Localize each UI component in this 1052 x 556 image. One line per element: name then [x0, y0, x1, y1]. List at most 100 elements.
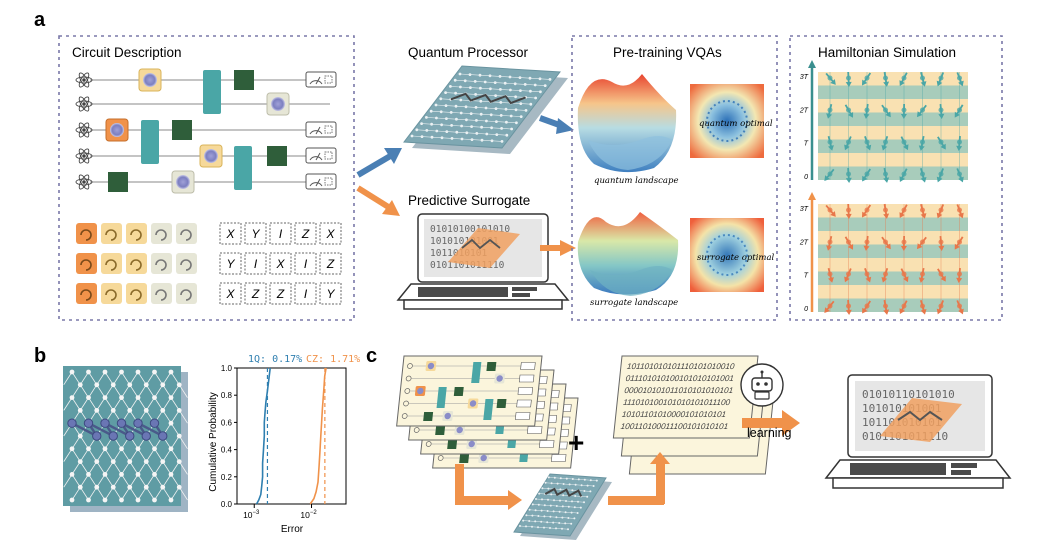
pauli-cell [219, 282, 242, 305]
qubit-node [102, 395, 108, 400]
bitstring-row: 101101010101110101010010 [626, 362, 735, 371]
circuit-card [396, 355, 543, 427]
y-tick-label: 0.2 [221, 473, 233, 482]
qubit-node [143, 459, 149, 464]
pauli-cell [294, 252, 317, 275]
spin-arrow [826, 235, 833, 251]
green-gate [108, 70, 287, 192]
qubit-node [119, 446, 124, 452]
qubit-node [160, 408, 166, 413]
legend-cz: CZ: 1.71% [306, 354, 360, 365]
qubit-node [110, 408, 116, 413]
qubit-node [135, 369, 141, 375]
pauli-cell [319, 222, 342, 245]
qubit-node [152, 497, 157, 503]
plus-sign: + [568, 427, 584, 458]
pauli-letter: Z [276, 287, 285, 301]
pauli-letter: X [275, 257, 285, 271]
pauli-cell [219, 252, 242, 275]
quantum-landscape-label: quantum landscape [594, 176, 678, 186]
pauli-letter: Z [301, 227, 310, 241]
quantum-circuit [75, 68, 337, 194]
pauli-letter: X [225, 227, 235, 241]
spin-arrow [881, 104, 891, 118]
qubit-node [94, 459, 100, 464]
spin-arrow [844, 104, 854, 118]
spin-arrow [956, 168, 964, 183]
spin-arrow [864, 136, 872, 151]
qubit-node [69, 497, 75, 503]
qubit-node [152, 369, 157, 375]
qubit-node [86, 446, 91, 452]
spin-arrow [883, 167, 890, 183]
spin-arrow [844, 236, 854, 250]
spin-arrow [864, 268, 872, 283]
time-tick-label: 2T [799, 239, 809, 246]
qubit-node [135, 446, 141, 452]
qubit-node [77, 459, 83, 464]
pauli-letter: X [325, 227, 335, 241]
pauli-cell [244, 222, 267, 245]
atom-icon [75, 72, 93, 190]
series-cz-line [309, 367, 327, 505]
qubit-node [176, 459, 182, 464]
spin-arrow [918, 267, 925, 283]
y-tick-label: 1.0 [221, 364, 233, 373]
qubit-node [86, 472, 91, 477]
qubit-node [102, 497, 108, 503]
time-tick-label: 3T [800, 206, 809, 213]
quantum-optimal-label: quantum optimal [699, 119, 773, 129]
processor-chip-c [513, 473, 612, 540]
y-tick-label: 0.0 [221, 500, 233, 509]
pauli-letter: Y [251, 227, 260, 241]
spin-arrow [919, 167, 927, 183]
active-qubit [92, 431, 102, 441]
qubit-node [168, 420, 174, 426]
predictive-surrogate-title: Predictive Surrogate [408, 193, 530, 208]
qubit-node [127, 484, 133, 490]
qubit-node [168, 369, 174, 375]
pauli-cell [244, 252, 267, 275]
pauli-cell [294, 282, 317, 305]
device-lattice [63, 366, 188, 512]
qubit-node [69, 395, 75, 400]
qubit-node [160, 484, 166, 490]
flow-arrows [455, 410, 800, 510]
qubit-node [152, 395, 157, 400]
active-qubit [158, 431, 168, 441]
spin-arrow [956, 267, 963, 283]
spin-arrow [825, 204, 836, 217]
pauli-letter: X [225, 287, 235, 301]
qubit-node [119, 497, 124, 503]
spin-arrow [956, 204, 964, 219]
pauli-letter: Z [326, 257, 335, 271]
qubit-node [135, 472, 141, 477]
pauli-cell [244, 282, 267, 305]
measurement-icon [305, 71, 337, 190]
pauli-cell [269, 282, 292, 305]
spin-arrow [936, 168, 944, 183]
circuit-description-title: Circuit Description [72, 45, 182, 60]
qubit-node [127, 459, 133, 464]
spin-arrow [954, 104, 964, 118]
qubit-node [168, 497, 174, 503]
qubit-node [160, 382, 166, 388]
spin-arrow [938, 103, 945, 119]
qubit-node [69, 472, 75, 477]
spin-arrow [862, 168, 872, 182]
spin-arrow [916, 236, 927, 250]
panel-label-c: c [366, 345, 377, 367]
qubit-node [168, 395, 174, 400]
bitstring-card: 1011010101011101010100100111010101001010… [612, 355, 759, 439]
panel-label-a: a [34, 9, 46, 31]
spin-arrow [920, 203, 927, 219]
spin-arrow [824, 168, 835, 181]
spin-arrow [936, 72, 945, 87]
qubit-node [86, 395, 91, 400]
time-tick-label: T [804, 273, 809, 280]
pauli-letter: I [254, 257, 258, 271]
qubit-node [69, 369, 75, 375]
spin-arrow [936, 204, 945, 219]
active-qubit [116, 418, 127, 428]
